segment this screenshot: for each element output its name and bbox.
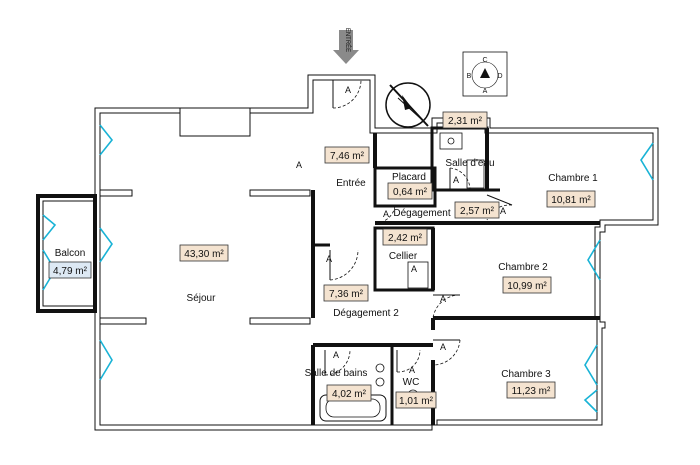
key-letter-top: C bbox=[482, 57, 487, 64]
door-marker: A bbox=[411, 264, 417, 274]
chambre1-name: Chambre 1 bbox=[548, 173, 598, 184]
area-badge bbox=[387, 182, 433, 200]
key-letter-right: D bbox=[497, 73, 502, 80]
degagement-name: Dégagement bbox=[393, 208, 450, 219]
door-marker: A bbox=[440, 342, 446, 352]
salle-eau-name: Salle d'eau bbox=[445, 158, 494, 169]
sejour-name: Séjour bbox=[187, 293, 217, 304]
windows bbox=[42, 124, 654, 413]
area-badge bbox=[546, 190, 596, 208]
room-labels: 43,30 m² Séjour Balcon 4,79 m² 7,46 m² E… bbox=[48, 111, 598, 409]
salle-bains-name: Salle de bains bbox=[305, 368, 368, 379]
door-markers: A A A A A A A A A A A bbox=[296, 85, 506, 375]
door-marker: A bbox=[333, 350, 339, 360]
area-badge bbox=[506, 381, 556, 399]
balcon-area: 4,79 m² bbox=[53, 266, 88, 277]
cellier-area: 2,42 m² bbox=[388, 233, 423, 244]
area-badge bbox=[454, 201, 500, 219]
door-marker: A bbox=[326, 254, 332, 264]
area-badge bbox=[395, 391, 437, 409]
degagement-area: 2,57 m² bbox=[460, 206, 495, 217]
area-badge bbox=[48, 261, 92, 279]
door-marker: A bbox=[440, 294, 446, 304]
compass-icon bbox=[385, 82, 431, 128]
door-marker: A bbox=[453, 175, 459, 185]
salle-bains-area: 4,02 m² bbox=[332, 389, 367, 400]
door-marker: A bbox=[345, 85, 351, 95]
doors bbox=[324, 79, 513, 376]
chambre2-name: Chambre 2 bbox=[498, 262, 548, 273]
entry-arrow-icon: ENTRÉE bbox=[333, 28, 359, 64]
door-marker: A bbox=[296, 160, 302, 170]
key-letter-bottom: A bbox=[483, 88, 488, 95]
door-marker: A bbox=[409, 365, 415, 375]
wc-name: WC bbox=[403, 377, 420, 388]
chambre3-area: 11,23 m² bbox=[512, 386, 551, 397]
balcon-name: Balcon bbox=[55, 248, 86, 259]
placard-name: Placard bbox=[392, 172, 426, 183]
sejour-area: 43,30 m² bbox=[184, 249, 224, 260]
area-badge bbox=[323, 284, 369, 302]
area-badge bbox=[502, 276, 552, 294]
walls bbox=[36, 74, 659, 431]
salle-eau-area: 2,31 m² bbox=[448, 116, 483, 127]
key-letter-left: B bbox=[467, 73, 472, 80]
placard-area: 0,64 m² bbox=[393, 187, 428, 198]
door-marker: A bbox=[500, 206, 506, 216]
chambre2-area: 10,99 m² bbox=[507, 281, 547, 292]
area-badge bbox=[442, 111, 488, 129]
orientation-key: C B D A bbox=[462, 51, 508, 97]
cellier-name: Cellier bbox=[389, 251, 418, 262]
degagement2-area: 7,36 m² bbox=[329, 289, 364, 300]
area-badge bbox=[326, 384, 372, 402]
degagement2-name: Dégagement 2 bbox=[333, 308, 399, 319]
area-badge bbox=[324, 146, 370, 164]
wc-area: 1,01 m² bbox=[399, 396, 434, 407]
chambre1-area: 10,81 m² bbox=[551, 195, 591, 206]
entry-label: ENTRÉE bbox=[344, 28, 351, 52]
door-marker: A bbox=[383, 209, 389, 219]
entree-area: 7,46 m² bbox=[330, 151, 365, 162]
chambre3-name: Chambre 3 bbox=[501, 369, 551, 380]
area-badge bbox=[382, 228, 428, 246]
area-badge bbox=[179, 244, 229, 262]
entree-name: Entrée bbox=[336, 178, 366, 189]
